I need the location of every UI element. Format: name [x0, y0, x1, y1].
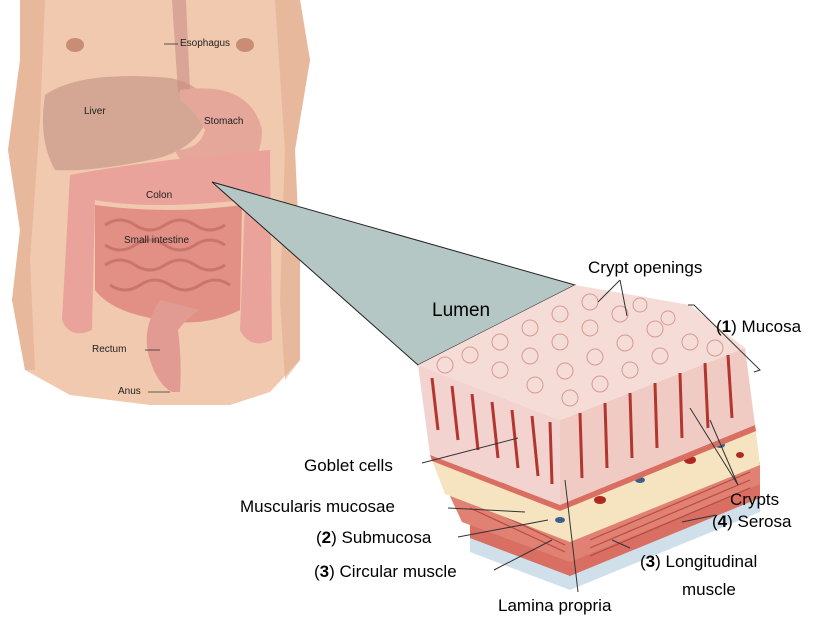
- label-rectum: Rectum: [92, 344, 126, 355]
- label-goblet-cells: Goblet cells: [304, 456, 393, 476]
- label-longitudinal-line2: muscle: [682, 580, 736, 600]
- serosa-number: 4: [718, 512, 727, 531]
- label-lamina-propria: Lamina propria: [498, 596, 611, 616]
- label-anus: Anus: [118, 386, 141, 397]
- submucosa-text: Submucosa: [342, 528, 432, 547]
- circular-text: Circular muscle: [340, 562, 457, 581]
- chest-nipple-right: [236, 38, 254, 52]
- label-muscularis-mucosae: Muscularis mucosae: [240, 497, 395, 517]
- label-longitudinal: (3) Longitudinal: [640, 552, 757, 572]
- longitudinal-text: Longitudinal: [666, 552, 758, 571]
- label-crypt-openings: Crypt openings: [588, 258, 702, 278]
- label-serosa: (4) Serosa: [712, 512, 791, 532]
- label-mucosa: (1) Mucosa: [716, 317, 801, 337]
- label-crypts: Crypts: [730, 490, 779, 510]
- label-circular-muscle: (3) Circular muscle: [314, 562, 457, 582]
- label-liver: Liver: [84, 106, 106, 117]
- submucosa-number: 2: [322, 528, 331, 547]
- chest-nipple-left: [66, 38, 84, 52]
- mucosa-number: 1: [722, 317, 731, 336]
- circular-number: 3: [320, 562, 329, 581]
- mucosa-text: Mucosa: [742, 317, 802, 336]
- label-lumen: Lumen: [432, 300, 490, 322]
- label-stomach: Stomach: [204, 116, 243, 127]
- label-small-intestine: Small intestine: [124, 235, 189, 246]
- label-submucosa: (2) Submucosa: [316, 528, 431, 548]
- label-colon: Colon: [146, 190, 172, 201]
- label-esophagus: Esophagus: [180, 38, 230, 49]
- longitudinal-number: 3: [646, 552, 655, 571]
- serosa-text: Serosa: [738, 512, 792, 531]
